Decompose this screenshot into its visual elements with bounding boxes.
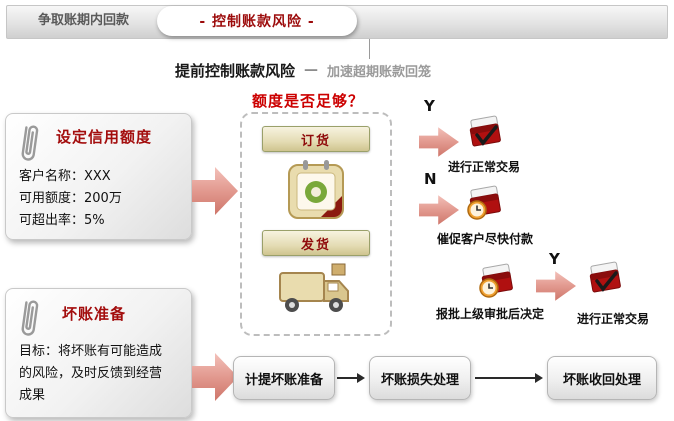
delivery-truck-icon [279,263,349,312]
flow-step-loss: 坏账损失处理 [369,356,471,400]
active-topic-pill: - 控制账款风险 - [157,6,357,36]
credit-card-title: 设定信用额度 [56,128,153,146]
active-topic-label: - 控制账款风险 - [199,14,315,30]
normal-transaction-icon [589,261,621,293]
credit-line-customer: 客户名称：XXX [19,169,111,184]
order-pad-icon [288,160,344,219]
topbar-left-label: 争取账期内回款 [38,13,130,28]
credit-line-limit: 可用额度：200万 [19,191,122,206]
urge-payment-icon [467,185,501,220]
bad-debt-card-title: 坏账准备 [62,305,127,323]
bad-debt-card-body: 目标：将坏账有可能造成的风险，及时反馈到经营成果 [19,344,163,403]
arrow-approval-yes [536,271,576,301]
yes-label: Y [424,97,435,115]
subtitle-main: 提前控制账款风险 [175,61,296,80]
no-result-label: 催促客户尽快付款 [437,232,534,246]
flow-step-provision: 计提坏账准备 [233,356,335,400]
bad-debt-card: 坏账准备 目标：将坏账有可能造成的风险，及时反馈到经营成果 [5,288,192,418]
approval-clock-icon [479,263,513,298]
flow-arrow [475,373,543,383]
approval-label: 报批上级审批后决定 [436,307,545,321]
credit-limit-card: 设定信用额度 客户名称：XXX 可用额度：200万 可超出率：5% [5,113,192,240]
subtitle-dash: — [304,62,319,78]
flow-arrow [337,373,365,383]
arrow-baddebt-to-flow [192,353,238,401]
process-box: 订货 发货 [240,112,392,336]
normal-transaction-icon [469,115,501,147]
yes-result-label: 进行正常交易 [448,160,521,174]
credit-line-overrate: 可超出率：5% [19,213,105,228]
connector-line [369,39,370,59]
paperclip-icon [21,300,39,336]
subtitle-row: 提前控制账款风险 — 加速超期账款回笼 [175,58,431,82]
arrow-yes [419,127,459,157]
approval-yes-label: Y [549,250,560,268]
approval-result-label: 进行正常交易 [577,312,650,326]
subtitle-secondary: 加速超期账款回笼 [327,64,432,80]
question-label: 额度是否足够？ [252,92,365,110]
order-step: 订货 [262,126,370,152]
no-label: N [424,170,437,188]
ship-step: 发货 [262,230,370,256]
credit-card-lines: 客户名称：XXX 可用额度：200万 可超出率：5% [19,166,122,232]
paperclip-icon [21,125,39,161]
arrow-credit-to-process [192,167,238,215]
flow-step-recovery: 坏账收回处理 [547,356,657,400]
arrow-no [419,195,459,225]
